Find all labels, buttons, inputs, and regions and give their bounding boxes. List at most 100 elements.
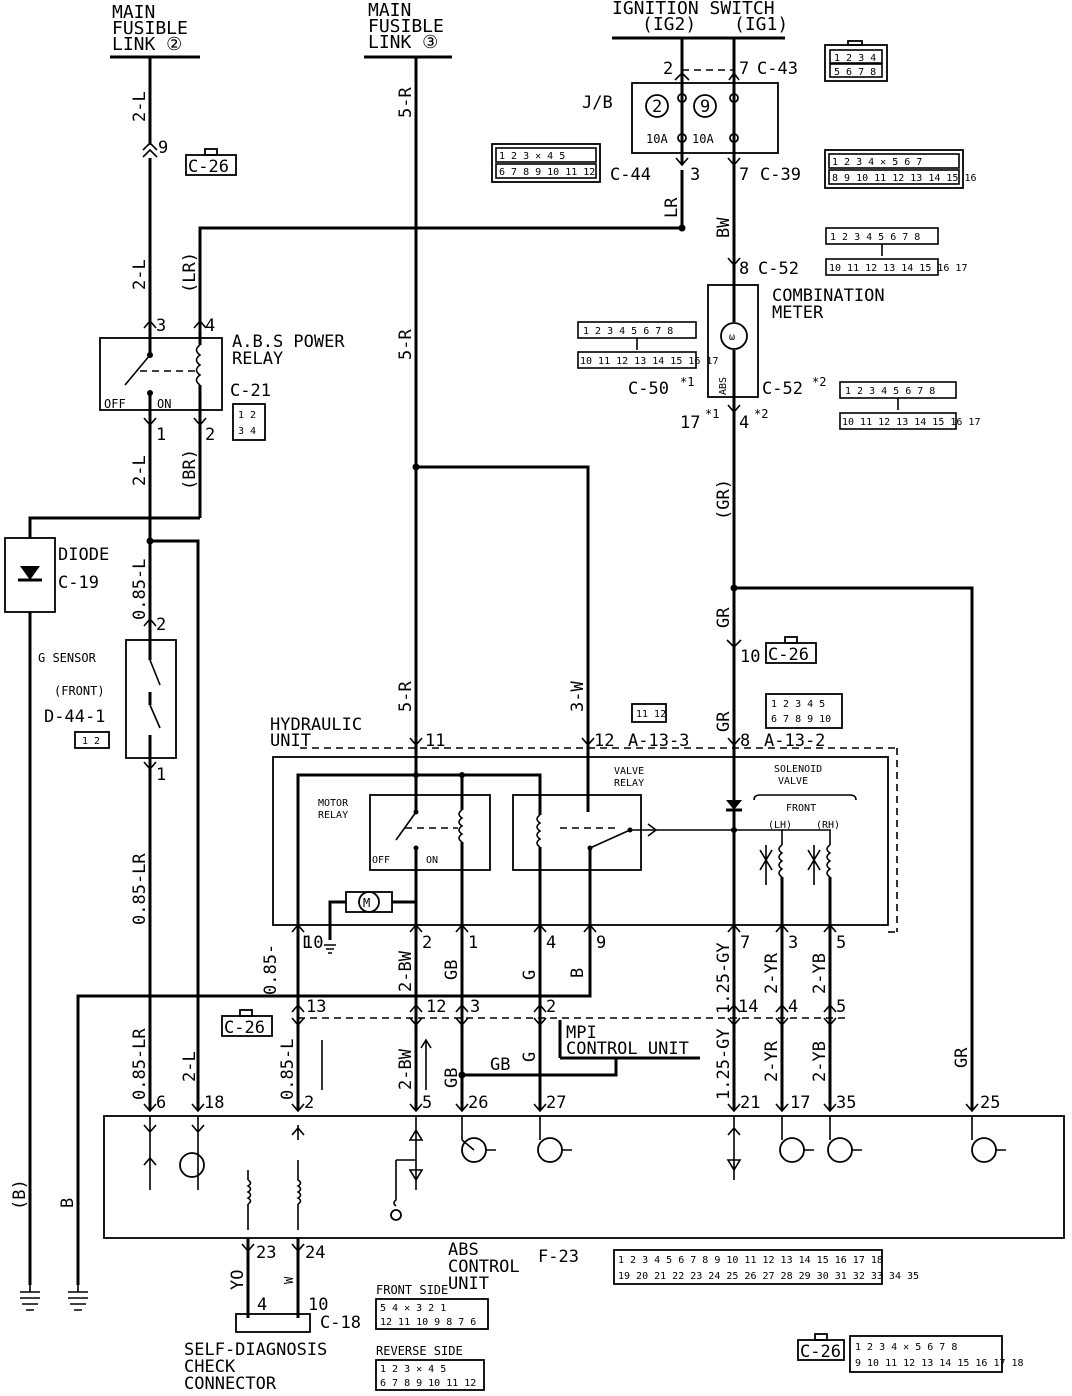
main-fusible-link-2: MAIN FUSIBLE LINK ② (110, 2, 200, 59)
wire-label-GR-3: GR (952, 1047, 972, 1068)
svg-text:5 4 ✕ 3 2 1: 5 4 ✕ 3 2 1 (380, 1303, 446, 1314)
svg-text:12 11 10 9 8 7 6: 12 11 10 9 8 7 6 (380, 1317, 476, 1328)
abs-relay-line1: A.B.S POWER (232, 332, 345, 352)
wire-label-5R-top: 5-R (396, 87, 416, 118)
ignition-switch: IGNITION SWITCH (IG2) (IG1) (612, 0, 788, 40)
solenoid-valve-line1: SOLENOID (774, 764, 822, 775)
wire-085L: 0.85-L (130, 520, 200, 1110)
j-pin-12: 12 (426, 997, 446, 1017)
hu-bottom-pin-5: 5 (836, 933, 846, 953)
motor-relay-line2: RELAY (318, 810, 348, 821)
svg-text:1 2 3 ✕ 4 5: 1 2 3 ✕ 4 5 (499, 151, 565, 162)
reverse-side-label: REVERSE SIDE (376, 1344, 463, 1358)
g-sensor-front: (FRONT) (54, 684, 105, 698)
svg-text:1 2 3 4 5 6 7 8 9 10 11 12 13: 1 2 3 4 5 6 7 8 9 10 11 12 13 14 15 16 1… (618, 1255, 883, 1266)
hu-bottom-pin-2: 2 (422, 933, 432, 953)
wire-5R: 5-R 5-R 5-R 3-W (396, 57, 590, 745)
ig1-label: (IG1) (734, 14, 788, 35)
svg-text:8 9 10 11 12 13 14 15 16: 8 9 10 11 12 13 14 15 16 (832, 173, 977, 184)
g-sensor-label: G SENSOR (38, 651, 97, 665)
wire-label-2YB-2: 2-YB (810, 1041, 830, 1082)
abs-power-relay: 3 4 OFF ON 1 2 A.B.S POWER RELAY C-21 1 … (99, 316, 345, 520)
c18-label: C-18 (320, 1313, 361, 1333)
wire-label-BW: BW (714, 217, 734, 238)
ecu-pin-17: 17 (790, 1093, 810, 1113)
motor-relay-on: ON (426, 855, 438, 866)
ignition-switch-label: IGNITION SWITCH (612, 0, 775, 19)
hu-bottom-pin-4: 4 (546, 933, 556, 953)
connector-icon-c52-top: 1 2 3 4 5 6 7 8 10 11 12 13 14 15 16 17 (825, 227, 967, 276)
pin-3-c44: 3 (690, 165, 700, 185)
fuse-10a-left: 10A (646, 132, 668, 146)
svg-text:1 2 3 4: 1 2 3 4 (834, 53, 876, 64)
relay-pin-3: 3 (156, 316, 166, 336)
svg-text:ω: ω (729, 332, 735, 343)
mpi-line1: MPI (566, 1023, 597, 1043)
c19-label: C-19 (58, 573, 99, 593)
svg-text:1 2: 1 2 (82, 736, 100, 747)
j-pin-2: 2 (546, 997, 556, 1017)
hydraulic-unit: HYDRAULIC UNIT 11 12 A-13-3 8 A-13-2 11 … (270, 693, 898, 940)
wire-label-YO: YO (228, 1270, 248, 1290)
hydraulic-unit-bottom-pins: L 10 2 1 4 9 7 3 5 (291, 923, 846, 954)
junction-block: J/B 2 7 C-43 2 9 10A 10A C-44 3 7 C-39 (582, 38, 801, 185)
ecu-pin-35: 35 (836, 1093, 856, 1113)
hydraulic-unit-line1: HYDRAULIC (270, 715, 362, 735)
wire-label-GB-mpi: GB (490, 1055, 510, 1075)
valve-relay-line1: VALVE (614, 766, 644, 777)
diag-pin-10: 10 (308, 1295, 328, 1315)
wire-label-GR-1: GR (714, 607, 734, 628)
svg-text:1 2 3 ✕ 4 5: 1 2 3 ✕ 4 5 (380, 1364, 446, 1375)
ig2-label: (IG2) (642, 14, 696, 35)
hu-bottom-pin-7: 7 (740, 933, 750, 953)
hu-pin-8: 8 (740, 731, 750, 751)
c52-star: *2 (812, 375, 826, 389)
fusible-link-2-line3: LINK ② (112, 34, 182, 55)
gsensor-pin-2: 2 (156, 615, 166, 635)
fusible-link-3-line1: MAIN (368, 0, 411, 21)
svg-text:1 2 3 4 5 6 7 8: 1 2 3 4 5 6 7 8 (583, 326, 673, 337)
wire-label-125GY-1: 1.25-GY (714, 942, 734, 1014)
svg-text:10 11 12 13 14 15 16 17: 10 11 12 13 14 15 16 17 (829, 263, 967, 274)
c26-label-top: C-26 (188, 157, 229, 177)
gsensor-pin-1: 1 (156, 765, 166, 785)
j-pin-13: 13 (306, 997, 326, 1017)
ecu-pin-18: 18 (204, 1093, 224, 1113)
j-pin-5: 5 (836, 997, 846, 1017)
abs-ecu-line3: UNIT (448, 1274, 489, 1294)
c50-star: *1 (680, 375, 694, 389)
connector-icon-c50: 1 2 3 4 5 6 7 8 10 11 12 13 14 15 16 17 (577, 321, 718, 369)
c39-label: C-39 (760, 165, 801, 185)
svg-text:3 4: 3 4 (238, 426, 256, 437)
pin-7-c39: 7 (739, 165, 749, 185)
pin-4-star: *2 (754, 407, 768, 421)
j-pin-4: 4 (788, 997, 798, 1017)
svg-text:9: 9 (700, 97, 710, 117)
relay-pin-4: 4 (205, 316, 215, 336)
pin-17: 17 (680, 413, 700, 433)
wire-label-W: W (282, 1276, 296, 1284)
f23-label: F-23 (538, 1247, 579, 1267)
hu-bottom-pin-3: 3 (788, 933, 798, 953)
wire-label-085LR-2: 0.85-LR (130, 1028, 150, 1100)
wire-label-2BW-2: 2-BW (396, 1048, 416, 1090)
hydraulic-unit-line2: UNIT (270, 731, 311, 751)
combination-meter: ω ABS COMBINATION METER C-50 *1 C-52 *2 … (628, 284, 885, 440)
fusible-link-3-line3: LINK ③ (368, 32, 438, 53)
diag-pin-23: 23 (256, 1243, 276, 1263)
abs-ecu-line1: ABS (448, 1240, 479, 1260)
hu-pin-12: 12 (594, 731, 614, 751)
wire-label-5R-mid: 5-R (396, 329, 416, 360)
hu-bottom-pin-1: 1 (468, 933, 478, 953)
pin-8-c52: 8 (739, 259, 749, 279)
svg-text:11 12: 11 12 (636, 709, 666, 720)
relay-off: OFF (104, 397, 126, 411)
svg-text:1 2 3 4 ✕ 5 6 7: 1 2 3 4 ✕ 5 6 7 (832, 157, 922, 168)
abs-control-unit: 6 18 2 5 26 27 21 17 35 25 ABS CONTROL U… (103, 1093, 1065, 1294)
wire-label-085L-ecu: 0.85-L (278, 1039, 298, 1100)
d441-label: D-44-1 (44, 707, 105, 727)
fusible-link-2-line2: FUSIBLE (112, 18, 188, 39)
hu-pin-11: 11 (425, 731, 445, 751)
wire-B-ground-left: (B) (10, 516, 200, 1285)
abs-ecu-line2: CONTROL (448, 1257, 520, 1277)
